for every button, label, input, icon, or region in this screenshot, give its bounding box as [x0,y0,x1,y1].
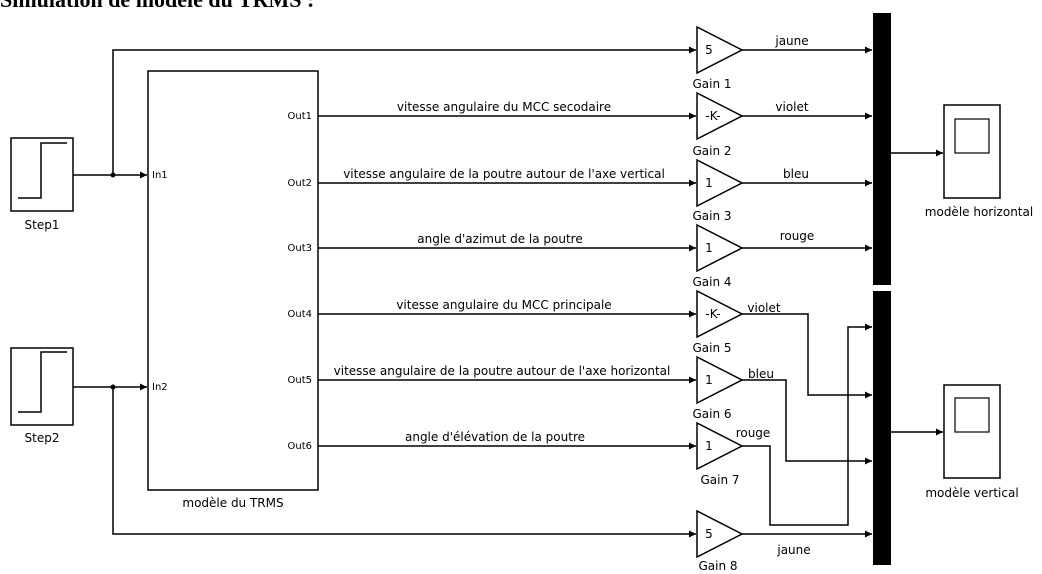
gain6-value: 1 [705,373,713,387]
signal-label-3: angle d'azimut de la poutre [417,232,582,246]
gain3-value: 1 [705,176,713,190]
gain3-label: Gain 3 [692,209,731,223]
mux-vertical[interactable] [873,291,891,565]
port-out3: Out3 [288,243,313,254]
gain3-block[interactable]: 1 [696,158,744,208]
gain4-value: 1 [705,241,713,255]
color-label-1: jaune [774,34,808,48]
gain7-label: Gain 7 [700,473,739,487]
gain1-block[interactable]: 5 [696,25,744,75]
port-out1: Out1 [288,111,313,122]
step2-block[interactable] [10,347,74,426]
gain2-value: -K- [705,109,720,123]
signal-label-1: vitesse angulaire du MCC secodaire [397,100,611,114]
gain8-value: 5 [705,527,713,541]
color-label-6: bleu [748,367,774,381]
branch-point-1 [110,172,116,178]
color-label-2: violet [775,100,808,114]
wire-gain7-mux [742,323,872,526]
color-label-3: bleu [783,167,809,181]
wire-branch-gain1 [112,46,696,175]
port-out4: Out4 [288,309,313,320]
page-heading: Simulation de modèle du TRMS : [0,0,314,13]
port-out6: Out6 [288,441,313,452]
subsystem-label: modèle du TRMS [182,496,283,510]
gain7-value: 1 [705,439,713,453]
port-in2: In2 [152,382,168,393]
gain4-label: Gain 4 [692,275,731,289]
gain6-label: Gain 6 [692,407,731,421]
mux-horizontal[interactable] [873,13,891,285]
scope-horizontal-label: modèle horizontal [925,205,1033,219]
gain2-block[interactable]: -K- [696,91,744,141]
signal-label-4: vitesse angulaire du MCC principale [396,298,611,312]
gain5-label: Gain 5 [692,341,731,355]
color-label-4: rouge [780,229,815,243]
step2-label: Step2 [25,431,60,445]
branch-point-2 [110,384,116,390]
color-label-8: jaune [776,543,810,557]
gain4-block[interactable]: 1 [696,223,744,273]
gain7-block[interactable]: 1 [696,421,744,471]
wire-gain6-mux [742,379,872,465]
scope-vertical-label: modèle vertical [925,486,1018,500]
color-label-5: violet [747,301,780,315]
signal-label-5: vitesse angulaire de la poutre autour de… [334,364,671,378]
wire-gain5-mux [742,313,872,399]
step1-label: Step1 [25,218,60,232]
gain1-label: Gain 1 [692,77,731,91]
gain6-block[interactable]: 1 [696,355,744,405]
signal-label-2: vitesse angulaire de la poutre autour de… [343,167,665,181]
gain8-label: Gain 8 [698,559,737,573]
gain5-value: -K- [705,307,720,321]
signal-label-6: angle d'élévation de la poutre [405,430,585,444]
step1-block[interactable] [10,137,74,212]
port-out2: Out2 [288,178,313,189]
gain5-block[interactable]: -K- [696,289,744,339]
scope-vertical-block[interactable] [943,384,1001,479]
scope-horizontal-block[interactable] [943,104,1001,199]
wire-branch-gain8 [112,387,696,538]
port-in1: In1 [152,170,168,181]
trms-subsystem-block[interactable] [147,70,319,491]
gain8-block[interactable]: 5 [696,509,744,559]
port-out5: Out5 [288,375,313,386]
color-label-7: rouge [736,426,771,440]
gain2-label: Gain 2 [692,144,731,158]
gain1-value: 5 [705,43,713,57]
